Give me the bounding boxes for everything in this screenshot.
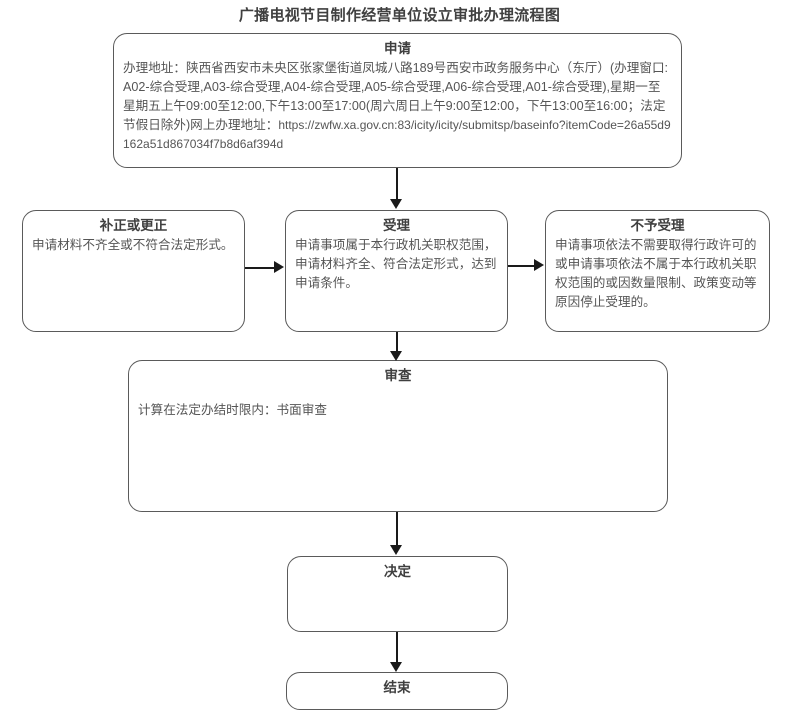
connector-accept-to-review-line [396, 332, 398, 352]
flow-node-apply-body: 办理地址：陕西省西安市未央区张家堡街道凤城八路189号西安市政务服务中心（东厅）… [123, 59, 672, 154]
flow-node-apply-url: https://zwfw.xa.gov.cn:83/icity/icity/su… [123, 118, 671, 151]
flow-node-decision-title: 决定 [384, 564, 411, 579]
connector-accept-to-reject-line [508, 265, 535, 267]
connector-review-to-decision-line [396, 512, 398, 546]
flow-node-end[interactable]: 结束 [286, 672, 508, 710]
page-title: 广播电视节目制作经营单位设立审批办理流程图 [238, 7, 561, 24]
flow-node-end-title: 结束 [383, 680, 411, 695]
flow-node-accept-body: 申请事项属于本行政机关职权范围，申请材料齐全、符合法定形式，达到申请条件。 [295, 238, 497, 290]
arrow-down-icon-apply-to-accept [390, 199, 402, 209]
flow-node-apply-text: 办理地址：陕西省西安市未央区张家堡街道凤城八路189号西安市政务服务中心（东厅）… [123, 61, 669, 132]
flow-node-review[interactable]: 审查 计算在法定办结时限内：书面审查 [128, 360, 668, 512]
flow-node-decision[interactable]: 决定 [287, 556, 508, 632]
flow-node-apply[interactable]: 申请 办理地址：陕西省西安市未央区张家堡街道凤城八路189号西安市政务服务中心（… [113, 33, 682, 168]
flow-node-review-title: 审查 [384, 368, 412, 383]
flow-node-correct-title: 补正或更正 [99, 218, 168, 233]
flow-node-reject-title: 不予受理 [630, 218, 685, 233]
flow-node-accept-title: 受理 [383, 218, 410, 233]
flow-node-correct-body: 申请材料不齐全或不符合法定形式。 [32, 238, 234, 252]
flow-node-apply-title: 申请 [384, 41, 411, 56]
arrow-down-icon-decision-to-end [390, 662, 402, 672]
arrow-down-icon-review-to-decision [390, 545, 402, 555]
connector-correct-to-accept-line [245, 267, 275, 269]
arrow-down-icon-accept-to-review [390, 351, 402, 361]
flow-node-accept[interactable]: 受理 申请事项属于本行政机关职权范围，申请材料齐全、符合法定形式，达到申请条件。 [285, 210, 508, 332]
flow-node-review-body: 计算在法定办结时限内：书面审查 [138, 403, 327, 417]
connector-apply-to-accept-line [396, 168, 398, 200]
flow-node-correct[interactable]: 补正或更正 申请材料不齐全或不符合法定形式。 [22, 210, 245, 332]
flow-node-reject-body: 申请事项依法不需要取得行政许可的或申请事项依法不属于本行政机关职权范围的或因数量… [555, 238, 757, 309]
flow-node-reject[interactable]: 不予受理 申请事项依法不需要取得行政许可的或申请事项依法不属于本行政机关职权范围… [545, 210, 770, 332]
connector-decision-to-end-line [396, 632, 398, 663]
arrow-right-icon-correct-to-accept [274, 261, 284, 273]
arrow-right-icon-accept-to-reject [534, 259, 544, 271]
